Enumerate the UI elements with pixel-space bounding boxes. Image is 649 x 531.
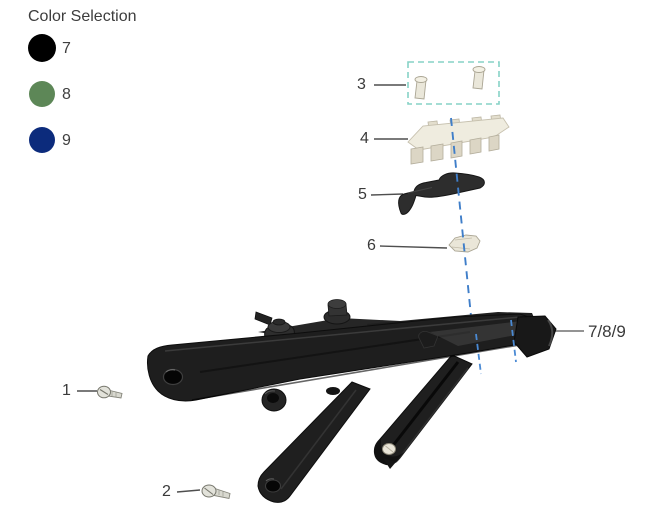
- part-2-screw: [201, 484, 231, 500]
- assembly-leg-channel: [373, 354, 473, 469]
- part-1-screw: [97, 385, 123, 399]
- callout-label-2: 2: [162, 483, 171, 500]
- callout-label-1: 1: [62, 382, 71, 399]
- callout-label-4: 4: [360, 130, 369, 147]
- callout-lines: [77, 84, 584, 493]
- color-swatch-7[interactable]: [28, 34, 56, 62]
- callout-line-6: [379, 245, 448, 249]
- assembly-guide-dash-right: [510, 319, 517, 363]
- color-swatch-9[interactable]: [29, 127, 55, 153]
- callout-label-3: 3: [357, 76, 366, 93]
- color-swatch-7-label: 7: [62, 40, 71, 57]
- callout-label-789: 7/8/9: [588, 322, 626, 341]
- assembly-clamp-ring: [261, 388, 287, 412]
- legend-title: Color Selection: [28, 8, 137, 25]
- callout-line-5: [370, 193, 404, 196]
- assembly-hook-detail: [418, 331, 439, 349]
- callout-line-2: [176, 489, 201, 493]
- part-3-pins: [414, 66, 486, 100]
- callout-label-6: 6: [367, 237, 376, 254]
- part-5-release-lever: [398, 172, 485, 215]
- assembly-guide-dash-left: [475, 333, 482, 375]
- assembly-end-cap: [513, 315, 557, 358]
- assembly-beam-tip-hole: [162, 368, 184, 386]
- assembly-pivot-knob-mid: [323, 299, 351, 325]
- assembly-guide-line: [450, 117, 472, 317]
- color-swatch-8[interactable]: [29, 81, 55, 107]
- color-swatch-9-label: 9: [62, 132, 71, 149]
- highlight-box-part-3[interactable]: [407, 61, 500, 105]
- color-swatch-8-label: 8: [62, 86, 71, 103]
- main-frame-assembly: [147, 299, 557, 503]
- callout-label-5: 5: [358, 186, 367, 203]
- assembly-leg-tube: [257, 381, 371, 503]
- part-4-mount-rail: [407, 114, 510, 165]
